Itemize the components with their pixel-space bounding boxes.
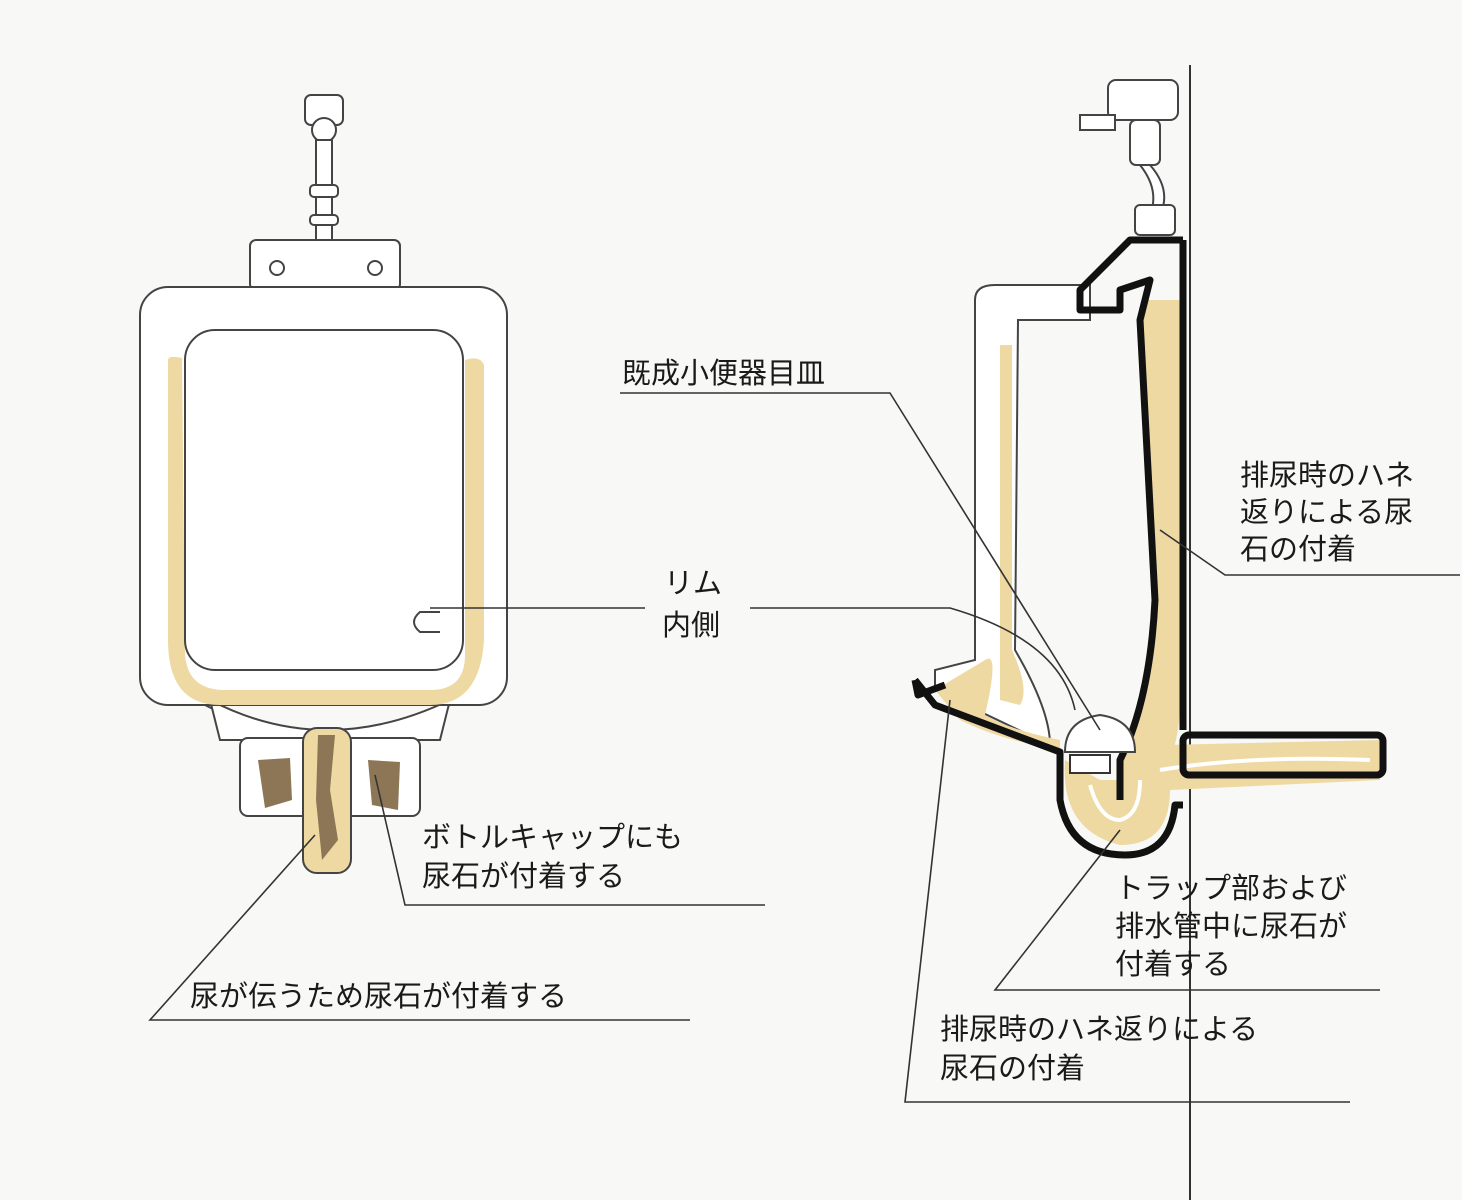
label-splash-lower-1: 排尿時のハネ返りによる bbox=[940, 1012, 1258, 1046]
label-bottle-cap-2: 尿石が付着する bbox=[422, 859, 625, 893]
label-bottle-cap-1: ボトルキャップにも bbox=[422, 820, 683, 854]
label-trap-3: 付着する bbox=[1115, 947, 1231, 981]
label-rim: リム bbox=[664, 566, 722, 600]
front-view-urinal bbox=[139, 94, 508, 874]
label-trap-1: トラップ部および bbox=[1115, 871, 1347, 905]
drain-cover bbox=[1063, 713, 1137, 753]
label-splash-upper-1: 排尿時のハネ bbox=[1240, 458, 1414, 492]
label-splash-upper-2: 返りによる尿 bbox=[1240, 495, 1413, 529]
label-splash-upper-3: 石の付着 bbox=[1240, 532, 1356, 566]
label-inside: 内側 bbox=[662, 608, 720, 642]
flush-valve-icon bbox=[304, 94, 344, 241]
label-existing-drain-cover: 既成小便器目皿 bbox=[622, 356, 825, 390]
label-urine-flow: 尿が伝うため尿石が付着する bbox=[190, 979, 567, 1013]
flush-valve-side-icon bbox=[1079, 79, 1179, 236]
leader-lines bbox=[148, 392, 1460, 1103]
label-trap-2: 排水管中に尿石が bbox=[1115, 909, 1347, 943]
label-splash-lower-2: 尿石の付着 bbox=[940, 1051, 1085, 1085]
side-view-urinal bbox=[911, 65, 1387, 1200]
